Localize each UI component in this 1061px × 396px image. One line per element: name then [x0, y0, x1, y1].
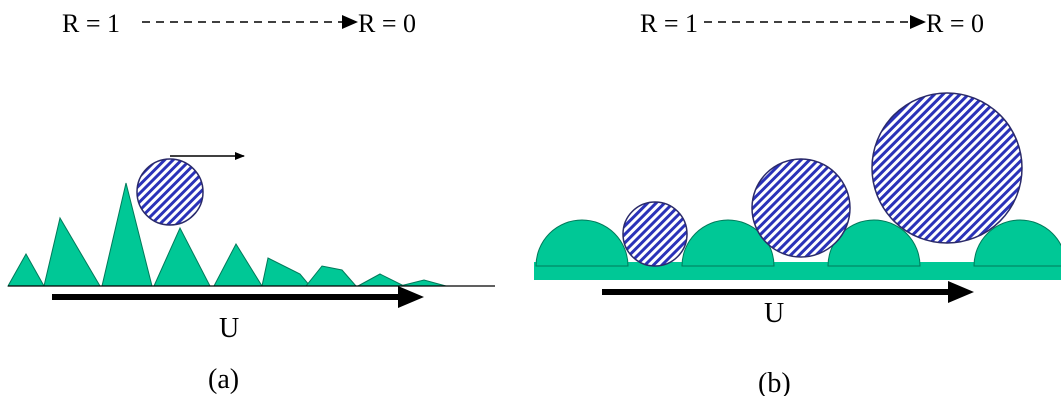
ratio-end-label: R = 0 — [358, 9, 416, 38]
velocity-arrowhead — [398, 286, 424, 308]
ratio-arrowhead — [342, 15, 358, 29]
panel-a: R = 1 R = 0 U (a) — [7, 9, 495, 395]
hatched-circle-icon — [136, 158, 204, 226]
velocity-label: U — [764, 298, 784, 329]
ratio-start-label: R = 1 — [62, 9, 120, 38]
hemispherical-asperity-icon — [534, 219, 1061, 280]
hatched-circle-icon — [871, 92, 1023, 244]
hatched-circle-icon — [622, 201, 688, 267]
ratio-arrowhead — [910, 15, 926, 29]
panel-caption: (a) — [208, 364, 239, 395]
velocity-label: U — [219, 313, 239, 344]
hatched-circle-icon — [751, 158, 851, 258]
velocity-arrowhead — [948, 281, 974, 303]
panel-caption: (b) — [758, 368, 791, 396]
triangular-asperity-icon — [7, 182, 447, 287]
ratio-end-label: R = 0 — [926, 9, 984, 38]
ratio-start-label: R = 1 — [640, 9, 698, 38]
panel-b: R = 1 R = 0 U (b) — [534, 9, 1061, 396]
